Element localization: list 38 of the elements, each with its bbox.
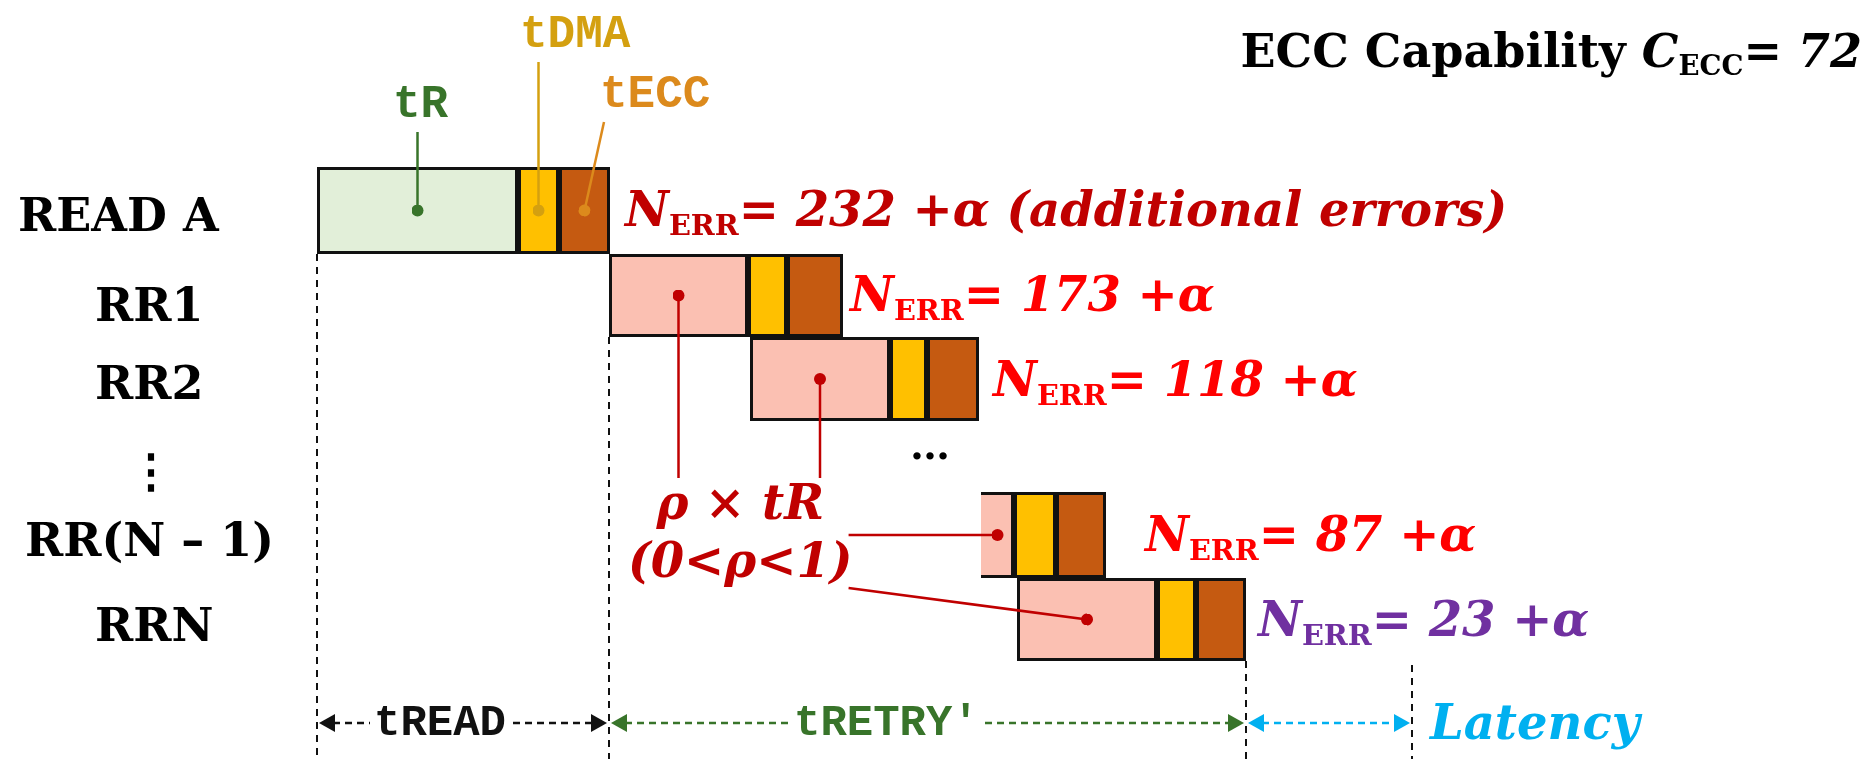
error-count: N$_{ERR}$= 118 +α <box>993 355 1358 410</box>
ellipsis: … <box>910 425 950 465</box>
leader-line <box>578 121 606 217</box>
error-count: N$_{ERR}$= 232 +α (additional errors) <box>625 185 1508 240</box>
ellipsis: ⋮ <box>128 448 174 494</box>
time-segment-bar <box>1056 492 1106 578</box>
title: ECC Capability C$_{ECC}$= 72 <box>1240 28 1862 80</box>
time-segment-bar <box>748 254 787 337</box>
leader-line <box>672 289 685 478</box>
time-segment-bar <box>890 337 927 421</box>
timing-label: tDMA <box>520 12 631 58</box>
row-label: READ A <box>18 192 219 238</box>
time-segment-bar <box>609 254 748 337</box>
time-segment-bar <box>981 492 1014 578</box>
time-segment-bar <box>1196 578 1246 661</box>
time-segment-bar <box>787 254 843 337</box>
time-segment-bar <box>927 337 979 421</box>
time-segment-bar <box>518 167 559 254</box>
timing-label: tR <box>393 82 449 128</box>
leader-line <box>848 586 1093 626</box>
error-count: N$_{ERR}$= 23 +α <box>1258 595 1590 650</box>
time-segment-bar <box>559 167 610 254</box>
leader-line <box>848 529 1004 541</box>
row-label: RR(N – 1) <box>25 517 275 563</box>
time-segment-bar <box>1017 578 1157 661</box>
leader-line <box>532 62 545 217</box>
row-label: RR2 <box>95 360 204 406</box>
row-label: RR1 <box>95 282 204 328</box>
leader-line <box>411 132 424 217</box>
time-segment-bar <box>1014 492 1056 578</box>
timing-label: tECC <box>600 72 711 118</box>
row-label: RRN <box>95 602 214 648</box>
error-count: N$_{ERR}$= 87 +α <box>1145 510 1477 565</box>
leader-line <box>814 373 826 478</box>
time-segment-bar <box>1157 578 1196 661</box>
error-count: N$_{ERR}$= 173 +α <box>850 270 1215 325</box>
time-segment-bar <box>750 337 890 421</box>
time-segment-bar <box>317 167 518 254</box>
